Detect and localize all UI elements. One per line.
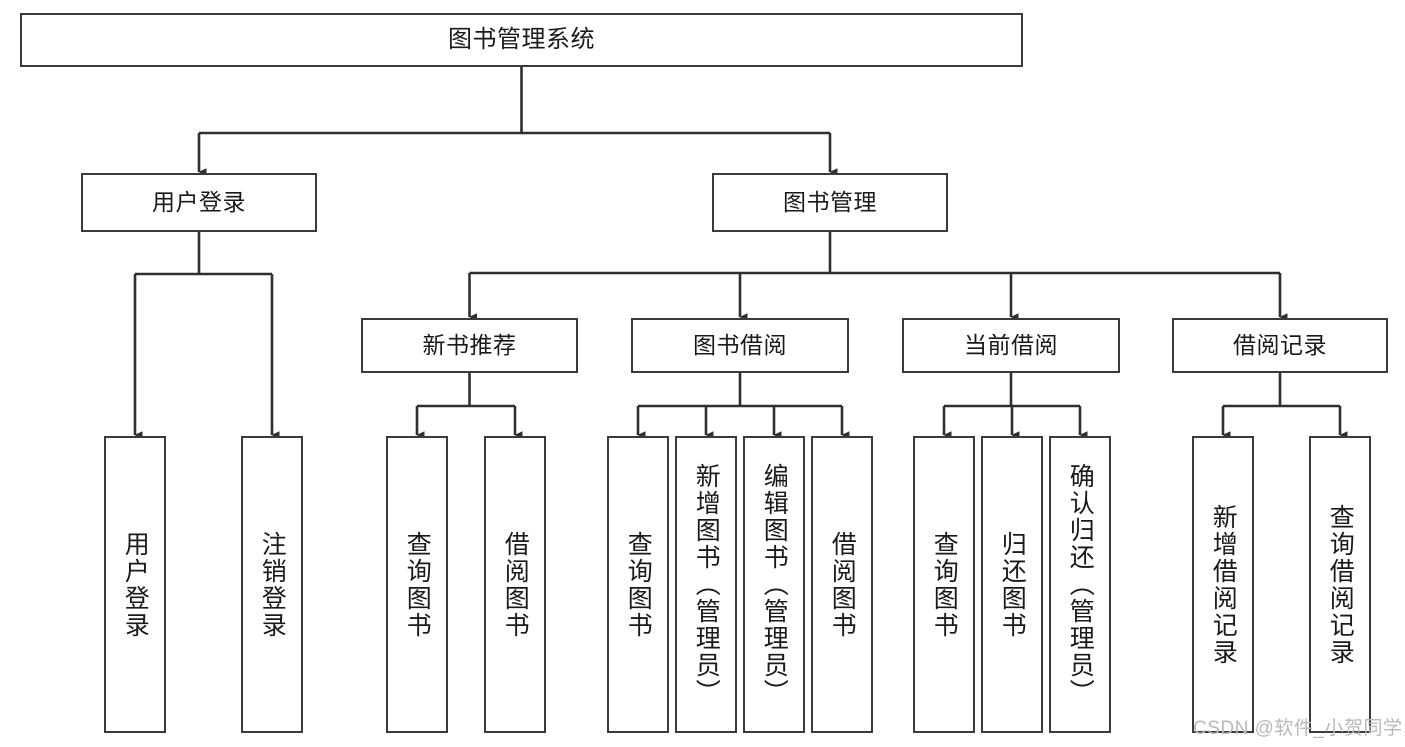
node-label: 查询图书 xyxy=(624,530,653,639)
node-label: 查询图书 xyxy=(930,530,959,639)
node-label: 图书管理 xyxy=(783,189,877,216)
node-root[interactable]: 图书管理系统 xyxy=(20,13,1023,67)
node-label: 图书借阅 xyxy=(693,332,787,359)
node-leaf5[interactable]: 查询图书 xyxy=(607,436,669,733)
node-label: 确认归还（管理员） xyxy=(1066,463,1095,706)
edges-group xyxy=(133,67,1348,439)
node-label: 图书管理系统 xyxy=(448,26,595,54)
node-leaf4[interactable]: 借阅图书 xyxy=(484,436,546,733)
node-label: 借阅图书 xyxy=(828,530,857,639)
node-leaf3[interactable]: 查询图书 xyxy=(386,436,448,733)
node-label: 用户登录 xyxy=(152,189,246,216)
node-borrow[interactable]: 图书借阅 xyxy=(631,318,849,373)
node-leaf13[interactable]: 查询借阅记录 xyxy=(1309,436,1371,733)
node-records[interactable]: 借阅记录 xyxy=(1172,318,1388,373)
node-leaf9[interactable]: 查询图书 xyxy=(913,436,975,733)
node-leaf12[interactable]: 新增借阅记录 xyxy=(1192,436,1254,733)
node-current[interactable]: 当前借阅 xyxy=(902,318,1120,373)
node-label: 编辑图书（管理员） xyxy=(760,463,789,706)
node-label: 查询借阅记录 xyxy=(1326,503,1355,666)
node-leaf1[interactable]: 用户登录 xyxy=(104,436,166,733)
node-leaf6[interactable]: 新增图书（管理员） xyxy=(675,436,737,733)
node-leaf11[interactable]: 确认归还（管理员） xyxy=(1049,436,1111,733)
node-login[interactable]: 用户登录 xyxy=(81,173,317,232)
node-leaf10[interactable]: 归还图书 xyxy=(981,436,1043,733)
node-label: 当前借阅 xyxy=(964,332,1058,359)
node-leaf7[interactable]: 编辑图书（管理员） xyxy=(743,436,805,733)
watermark: CSDN @软件_小贺同学 xyxy=(1193,718,1403,739)
node-label: 新增借阅记录 xyxy=(1209,503,1238,666)
node-label: 查询图书 xyxy=(403,530,432,639)
node-label: 借阅图书 xyxy=(501,530,530,639)
node-leaf2[interactable]: 注销登录 xyxy=(241,436,303,733)
node-label: 新增图书（管理员） xyxy=(692,463,721,706)
node-label: 借阅记录 xyxy=(1233,332,1327,359)
node-label: 用户登录 xyxy=(121,530,150,639)
node-label: 归还图书 xyxy=(998,530,1027,639)
node-leaf8[interactable]: 借阅图书 xyxy=(811,436,873,733)
node-label: 新书推荐 xyxy=(422,332,517,359)
node-bookmgmt[interactable]: 图书管理 xyxy=(712,173,948,232)
node-label: 注销登录 xyxy=(258,530,287,639)
node-newbook[interactable]: 新书推荐 xyxy=(361,318,578,373)
